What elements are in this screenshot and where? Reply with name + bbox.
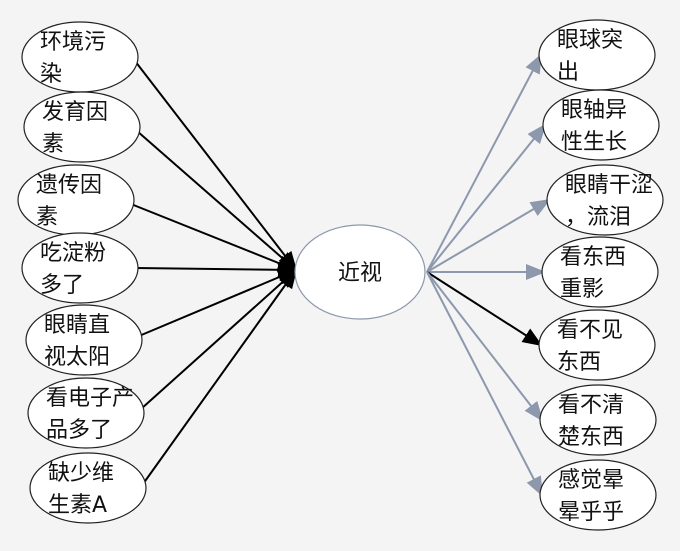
node-ellipse — [27, 377, 145, 449]
center-node-myopia: 近视 — [294, 224, 426, 320]
node-label: 出 — [557, 60, 579, 85]
symptom-arrow — [426, 271, 543, 497]
node-label: 发育因 — [42, 100, 108, 125]
symptom-arrow — [426, 123, 547, 273]
node-label: 东西 — [557, 350, 601, 375]
node-label: 多了 — [40, 273, 84, 298]
cause-arrow — [142, 268, 298, 485]
node-ellipse — [542, 89, 660, 161]
cause-arrow — [134, 60, 298, 272]
node-label: 素 — [36, 205, 58, 230]
node-label: 看不见 — [557, 318, 623, 343]
node-label: 吃淀粉 — [40, 241, 106, 266]
cause-arrow — [130, 203, 298, 271]
symptom-arrow — [426, 53, 542, 273]
node-label: 感觉晕 — [558, 468, 624, 493]
cause-arrow — [140, 268, 298, 410]
node-label: 重影 — [560, 277, 604, 302]
symptom-arrow — [426, 271, 543, 347]
node-label: 楚东西 — [558, 425, 624, 450]
symptom-arrow — [426, 271, 544, 422]
node-label: 缺少维 — [48, 461, 114, 486]
node-label: 视太阳 — [44, 345, 110, 370]
cause-arrow — [136, 130, 298, 272]
node-label: 看不清 — [558, 393, 624, 418]
node-label: 品多了 — [46, 418, 112, 443]
node-label: 遗传因 — [36, 173, 102, 198]
node-label: 看东西 — [560, 245, 626, 270]
node-label: 环境污 — [40, 30, 106, 55]
symptom-arrow — [426, 198, 551, 273]
node-label: 看电子产 — [46, 386, 134, 411]
node-ellipse — [294, 224, 426, 320]
node-ellipse — [546, 164, 664, 236]
node-label: 晕乎乎 — [558, 500, 624, 525]
node-ellipse — [29, 452, 147, 524]
node-ellipse — [21, 232, 139, 304]
node-ellipse — [538, 309, 656, 381]
node-label: 性生长 — [561, 130, 627, 155]
node-label: 眼睛直 — [44, 313, 110, 338]
node-ellipse — [25, 304, 143, 376]
node-label: 眼轴异 — [561, 98, 627, 123]
node-label: ，流泪 — [565, 205, 631, 230]
node-ellipse — [23, 91, 141, 163]
node-label: 素 — [42, 132, 64, 157]
node-ellipse — [541, 236, 659, 308]
node-label: 眼睛干涩 — [565, 173, 653, 198]
node-ellipse — [539, 459, 657, 531]
node-label: 近视 — [338, 261, 382, 286]
node-label: 染 — [40, 62, 62, 87]
node-ellipse — [539, 384, 657, 456]
cause-arrow — [134, 261, 298, 278]
cause-arrow — [138, 269, 298, 337]
symptom-node: 眼睛干涩 ，流泪 — [546, 164, 664, 236]
node-label: 眼球突 — [557, 28, 623, 53]
node-label: 生素A — [48, 493, 107, 518]
